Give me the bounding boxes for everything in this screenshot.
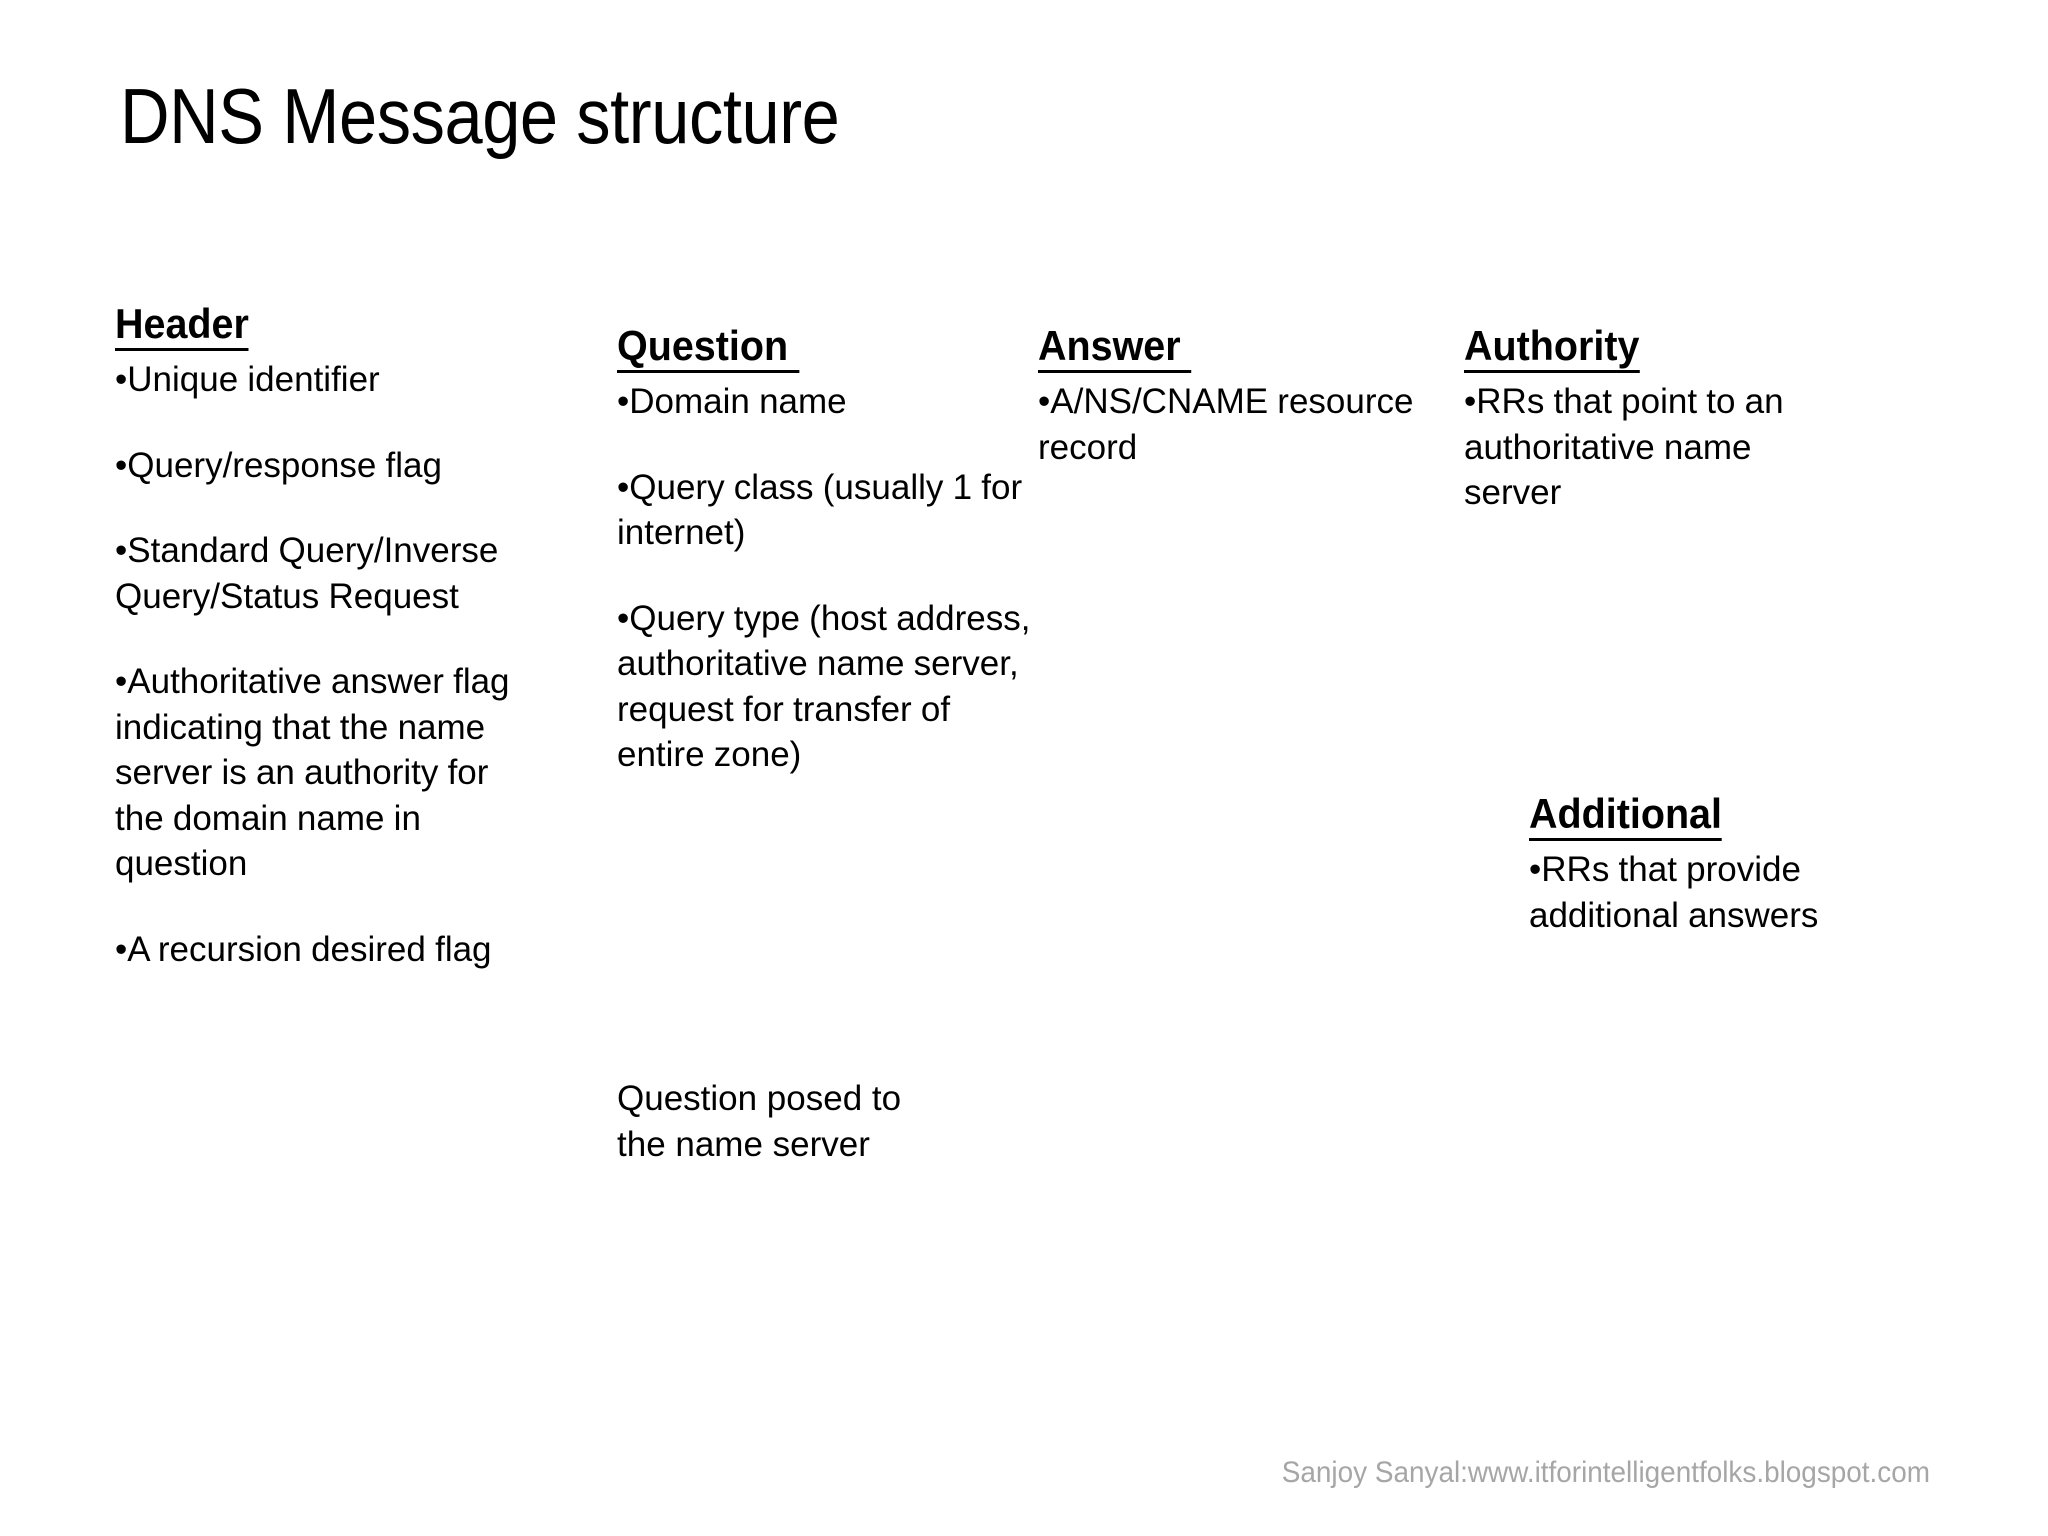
bullet-list-authority: •RRs that point to an authoritative name… — [1464, 379, 1854, 516]
bullet-glyph-icon: • — [617, 467, 630, 507]
list-item: •Query type (host address, authoritative… — [617, 596, 1037, 778]
bullet-glyph-icon: • — [115, 445, 128, 485]
bullet-glyph-icon: • — [115, 360, 128, 400]
bullet-glyph-icon: • — [1464, 382, 1477, 422]
list-item-label: RRs that provide additional answers — [1529, 850, 1819, 935]
question-note-line-1: Question posed to — [617, 1079, 902, 1118]
section-heading-answer: Answer — [1038, 322, 1192, 374]
bullet-glyph-icon: • — [1529, 850, 1542, 890]
section-heading-additional: Additional — [1529, 790, 1722, 842]
bullet-list-question: •Domain name •Query class (usually 1 for… — [617, 379, 1037, 778]
column-additional: Additional •RRs that provide additional … — [1529, 790, 1869, 938]
list-item-label: Query/response flag — [127, 445, 442, 485]
section-heading-authority: Authority — [1464, 322, 1640, 374]
bullet-list-additional: •RRs that provide additional answers — [1529, 847, 1869, 938]
list-item-label: Unique identifier — [127, 360, 380, 400]
bullet-glyph-icon: • — [115, 929, 128, 969]
list-item: •A/NS/CNAME resource record — [1038, 379, 1438, 470]
list-item: •Standard Query/Inverse Query/Status Req… — [115, 528, 545, 619]
list-item: •Query class (usually 1 for internet) — [617, 465, 1037, 556]
list-item-label: Query type (host address, authoritative … — [617, 598, 1031, 775]
bullet-glyph-icon: • — [617, 598, 630, 638]
bullet-glyph-icon: • — [617, 382, 630, 422]
column-answer: Answer •A/NS/CNAME resource record — [1038, 322, 1438, 470]
column-header: Header •Unique identifier •Query/respons… — [115, 300, 545, 972]
list-item: •Query/response flag — [115, 443, 545, 489]
page-title: DNS Message structure — [120, 72, 840, 160]
list-item: •RRs that point to an authoritative name… — [1464, 379, 1854, 516]
list-item-label: RRs that point to an authoritative name … — [1464, 382, 1784, 513]
list-item-label: Authoritative answer flag indicating tha… — [115, 662, 510, 884]
bullet-glyph-icon: • — [115, 662, 128, 702]
list-item: •A recursion desired flag — [115, 927, 545, 973]
bullet-list-header: •Unique identifier •Query/response flag … — [115, 357, 545, 972]
list-item: •Authoritative answer flag indicating th… — [115, 659, 545, 887]
section-heading-question: Question — [617, 322, 800, 374]
list-item-label: Query class (usually 1 for internet) — [617, 467, 1023, 553]
list-item-label: A recursion desired flag — [127, 929, 492, 969]
list-item: •Unique identifier — [115, 357, 545, 403]
bullet-list-answer: •A/NS/CNAME resource record — [1038, 379, 1438, 470]
footer-credit: Sanjoy Sanyal:www.itforintelligentfolks.… — [1281, 1456, 1930, 1489]
column-authority: Authority •RRs that point to an authorit… — [1464, 322, 1854, 516]
bullet-glyph-icon: • — [115, 531, 128, 571]
question-note-line-2: the name server — [617, 1124, 870, 1164]
section-heading-header: Header — [115, 300, 249, 352]
list-item: •Domain name — [617, 379, 1037, 425]
list-item-label: Standard Query/Inverse Query/Status Requ… — [115, 531, 499, 616]
list-item-label: A/NS/CNAME resource record — [1038, 382, 1414, 467]
bullet-glyph-icon: • — [1038, 382, 1051, 422]
list-item: •RRs that provide additional answers — [1529, 847, 1869, 938]
list-item-label: Domain name — [629, 382, 847, 422]
question-note: Question posed to the name server — [617, 1076, 1017, 1167]
column-question: Question •Domain name •Query class (usua… — [617, 322, 1037, 778]
